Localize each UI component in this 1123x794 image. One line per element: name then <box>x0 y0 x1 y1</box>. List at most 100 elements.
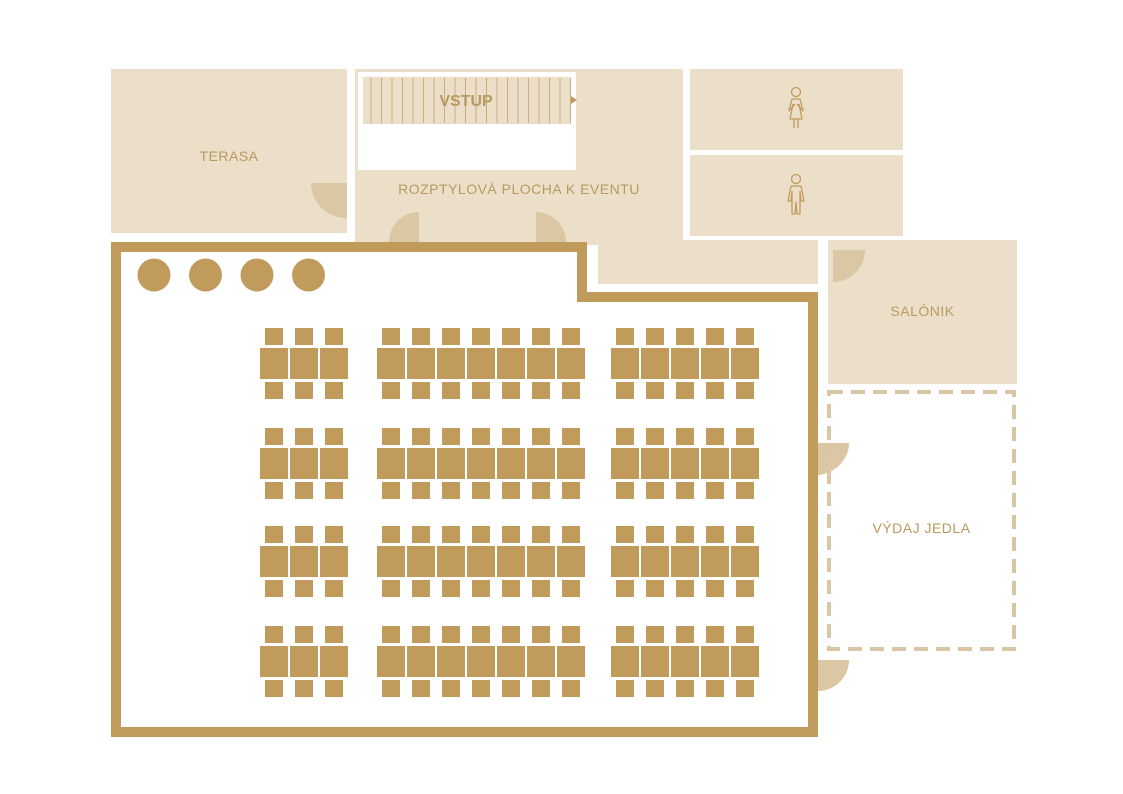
lobby-label: ROZPTYLOVÁ PLOCHA K EVENTU <box>398 181 640 197</box>
table <box>611 448 639 479</box>
chair <box>382 526 400 543</box>
chair <box>472 580 490 597</box>
chair <box>265 626 283 643</box>
table <box>527 546 555 577</box>
table <box>407 448 435 479</box>
chair <box>616 680 634 697</box>
table-block <box>377 328 585 399</box>
table-block <box>377 428 585 499</box>
table-block <box>377 626 585 697</box>
chair <box>325 626 343 643</box>
chair <box>676 382 694 399</box>
chair <box>472 680 490 697</box>
service-door-swing <box>818 660 849 691</box>
table <box>290 448 318 479</box>
table <box>290 646 318 677</box>
terrace-room <box>111 69 347 233</box>
chair <box>616 482 634 499</box>
chair <box>295 328 313 345</box>
restroom-men <box>690 155 903 236</box>
chair <box>736 626 754 643</box>
chair <box>325 526 343 543</box>
chair <box>736 482 754 499</box>
chair <box>502 680 520 697</box>
chair <box>442 526 460 543</box>
table <box>497 646 525 677</box>
chair <box>736 428 754 445</box>
chair <box>265 428 283 445</box>
chair <box>295 680 313 697</box>
chair <box>736 680 754 697</box>
chair <box>502 580 520 597</box>
terrace-door-swing <box>311 183 347 219</box>
table <box>557 546 585 577</box>
chair <box>412 328 430 345</box>
chair <box>616 428 634 445</box>
chair <box>382 580 400 597</box>
chair <box>412 626 430 643</box>
table <box>320 646 348 677</box>
chair <box>532 626 550 643</box>
chair <box>265 680 283 697</box>
chair <box>472 382 490 399</box>
table <box>731 546 759 577</box>
table <box>260 646 288 677</box>
table <box>320 348 348 379</box>
chair <box>325 580 343 597</box>
chair <box>562 382 580 399</box>
round-columns <box>137 258 325 292</box>
chair <box>646 482 664 499</box>
chair <box>295 482 313 499</box>
chair <box>532 328 550 345</box>
chair <box>676 580 694 597</box>
table-block <box>260 626 348 697</box>
chair <box>646 626 664 643</box>
table <box>320 448 348 479</box>
table <box>731 646 759 677</box>
round-column <box>292 258 325 292</box>
table-block <box>377 526 585 597</box>
chair <box>265 580 283 597</box>
chair <box>616 626 634 643</box>
table <box>377 348 405 379</box>
table <box>437 646 465 677</box>
chair <box>562 626 580 643</box>
chair <box>532 526 550 543</box>
table <box>467 448 495 479</box>
table <box>497 448 525 479</box>
table <box>701 348 729 379</box>
chair <box>736 382 754 399</box>
table <box>611 646 639 677</box>
table <box>407 348 435 379</box>
table <box>260 448 288 479</box>
table <box>671 646 699 677</box>
chair <box>295 428 313 445</box>
food-service-area <box>827 390 1016 651</box>
banquet-tables <box>260 328 759 697</box>
chair <box>265 382 283 399</box>
chair <box>676 680 694 697</box>
chair <box>562 328 580 345</box>
chair <box>706 482 724 499</box>
table <box>641 348 669 379</box>
chair <box>472 428 490 445</box>
table <box>671 348 699 379</box>
chair <box>472 328 490 345</box>
chair <box>502 482 520 499</box>
chair <box>736 580 754 597</box>
table <box>611 348 639 379</box>
table <box>731 448 759 479</box>
table <box>437 448 465 479</box>
chair <box>442 382 460 399</box>
table <box>701 448 729 479</box>
table <box>641 646 669 677</box>
chair <box>295 526 313 543</box>
table <box>467 546 495 577</box>
food-service-label: VÝDAJ JEDLA <box>872 520 971 536</box>
lobby-corridor <box>598 240 818 284</box>
chair <box>382 428 400 445</box>
table <box>497 546 525 577</box>
table <box>731 348 759 379</box>
chair <box>646 580 664 597</box>
table <box>557 448 585 479</box>
